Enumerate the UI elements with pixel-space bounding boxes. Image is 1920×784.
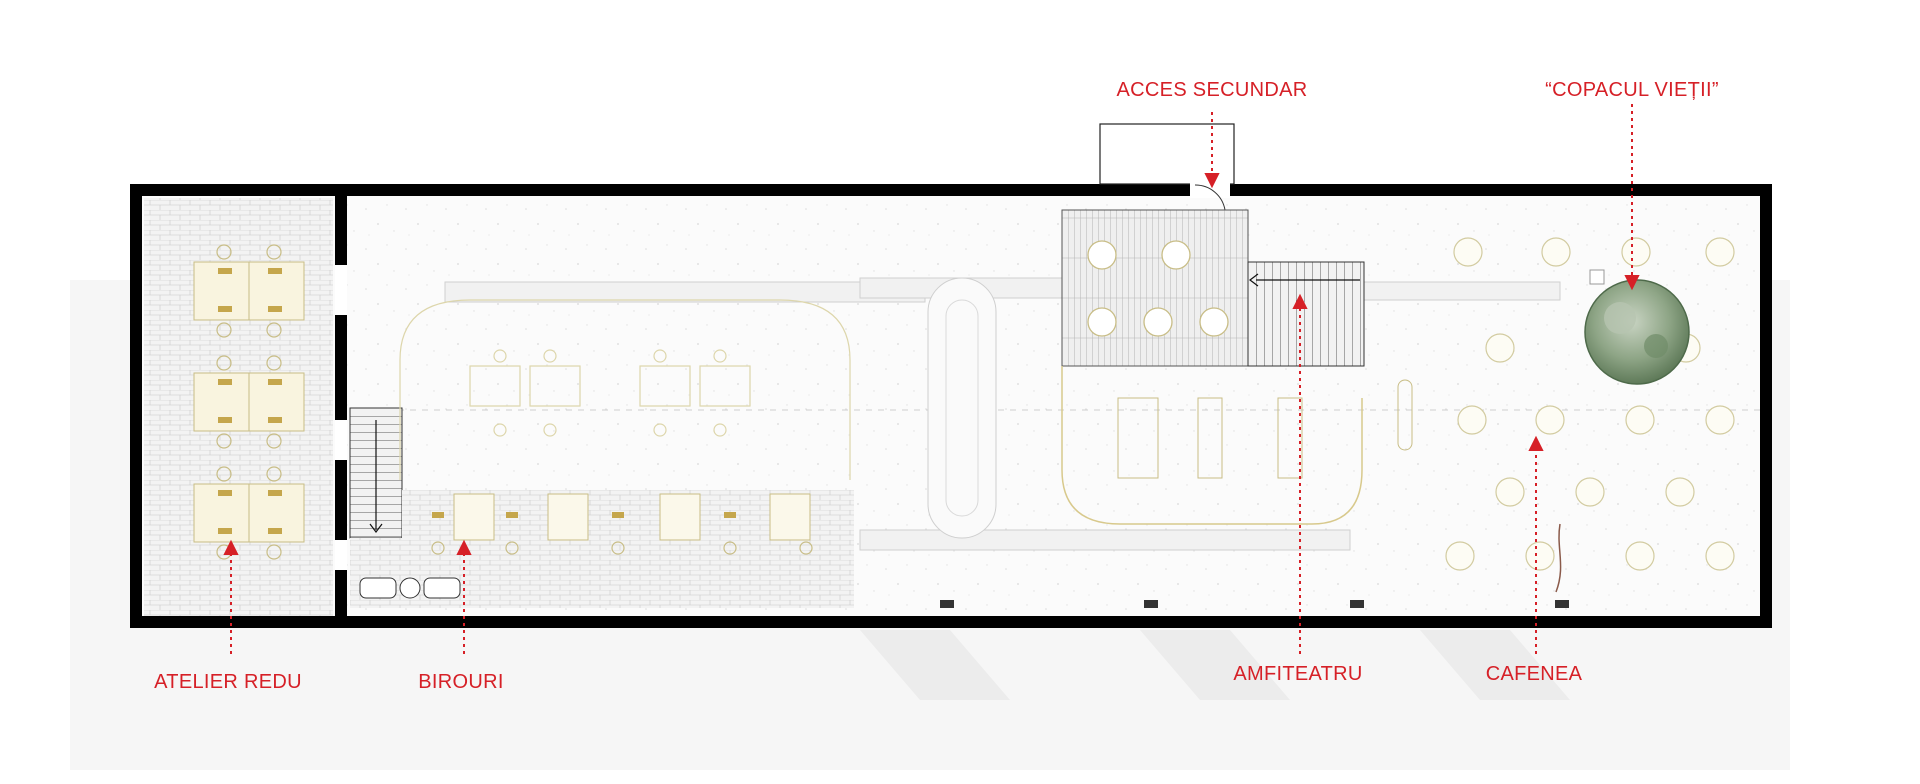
staircase-left [349, 407, 403, 539]
label-atelier-redu: ATELIER REDU [154, 671, 302, 693]
cafenea-tables [1445, 237, 1735, 571]
annotation-arrows [223, 104, 1640, 654]
tree-of-life-icon [1555, 269, 1690, 593]
label-birouri: BIROURI [418, 671, 503, 693]
central-bench [927, 277, 997, 539]
label-acces-secundar: ACCES SECUNDAR [1117, 79, 1308, 101]
label-copacul-vietii: “COPACUL VIEȚII” [1545, 79, 1719, 101]
atelier-area [144, 198, 333, 616]
coworking-pod [399, 299, 851, 480]
window-markers [940, 600, 1569, 608]
birouri-area [350, 490, 854, 608]
amfiteatru-area [1061, 209, 1413, 525]
label-amfiteatru: AMFITEATRU [1233, 663, 1362, 685]
label-cafenea: CAFENEA [1486, 663, 1583, 685]
